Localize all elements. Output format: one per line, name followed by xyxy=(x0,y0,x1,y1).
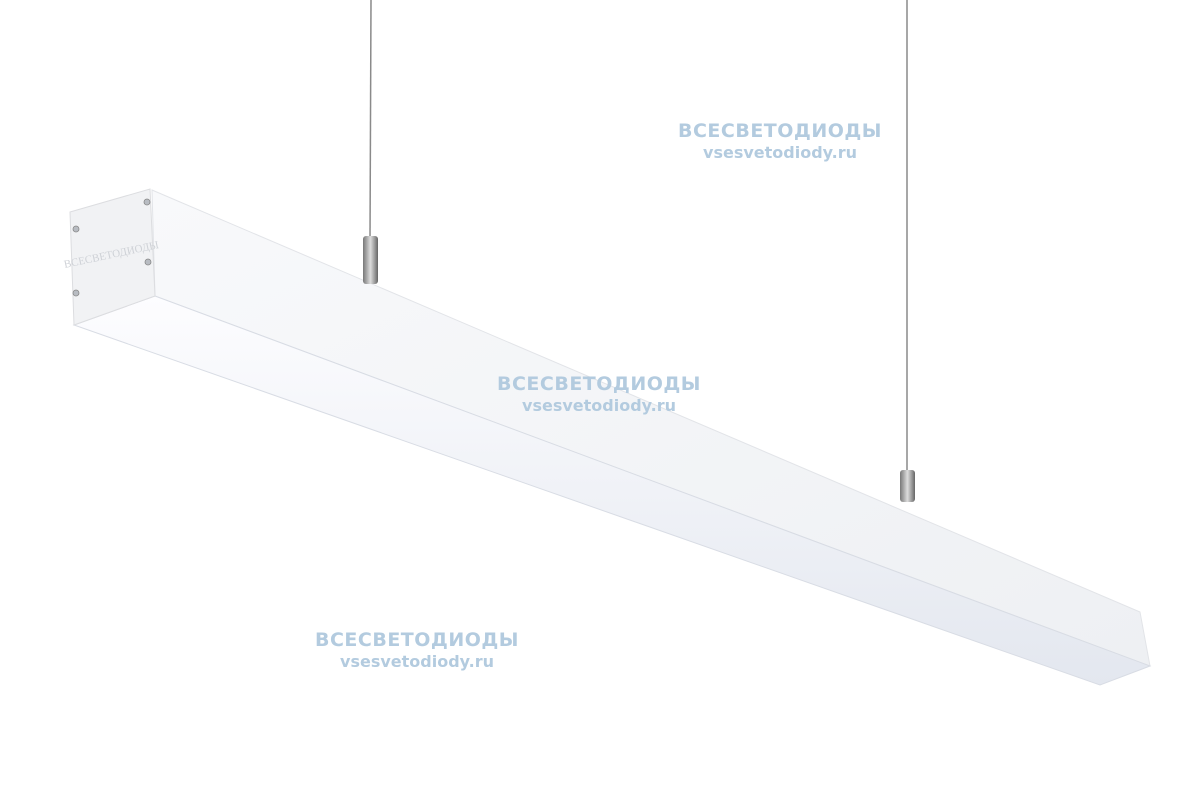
cable-grip-left xyxy=(363,236,378,284)
watermark: ВСЕСВЕТОДИОДЫ vsesvetodiody.ru xyxy=(678,121,882,163)
watermark-url: vsesvetodiody.ru xyxy=(703,143,857,162)
luminaire-diffuser xyxy=(72,295,1152,686)
screw-icons xyxy=(72,198,152,297)
luminaire-end-cap xyxy=(69,188,156,326)
watermark: ВСЕСВЕТОДИОДЫ vsesvetodiody.ru xyxy=(497,374,701,416)
luminaire-front-face xyxy=(151,189,1151,667)
watermark-brand: ВСЕСВЕТОДИОДЫ xyxy=(314,629,520,651)
watermark-brand: ВСЕСВЕТОДИОДЫ xyxy=(677,120,883,142)
watermark-url: vsesvetodiody.ru xyxy=(340,652,494,671)
cable-grip-right xyxy=(900,470,915,502)
suspension-cable-left xyxy=(369,0,372,241)
watermark-url: vsesvetodiody.ru xyxy=(522,396,676,415)
watermark-brand: ВСЕСВЕТОДИОДЫ xyxy=(496,373,702,395)
watermark: ВСЕСВЕТОДИОДЫ vsesvetodiody.ru xyxy=(315,630,519,672)
